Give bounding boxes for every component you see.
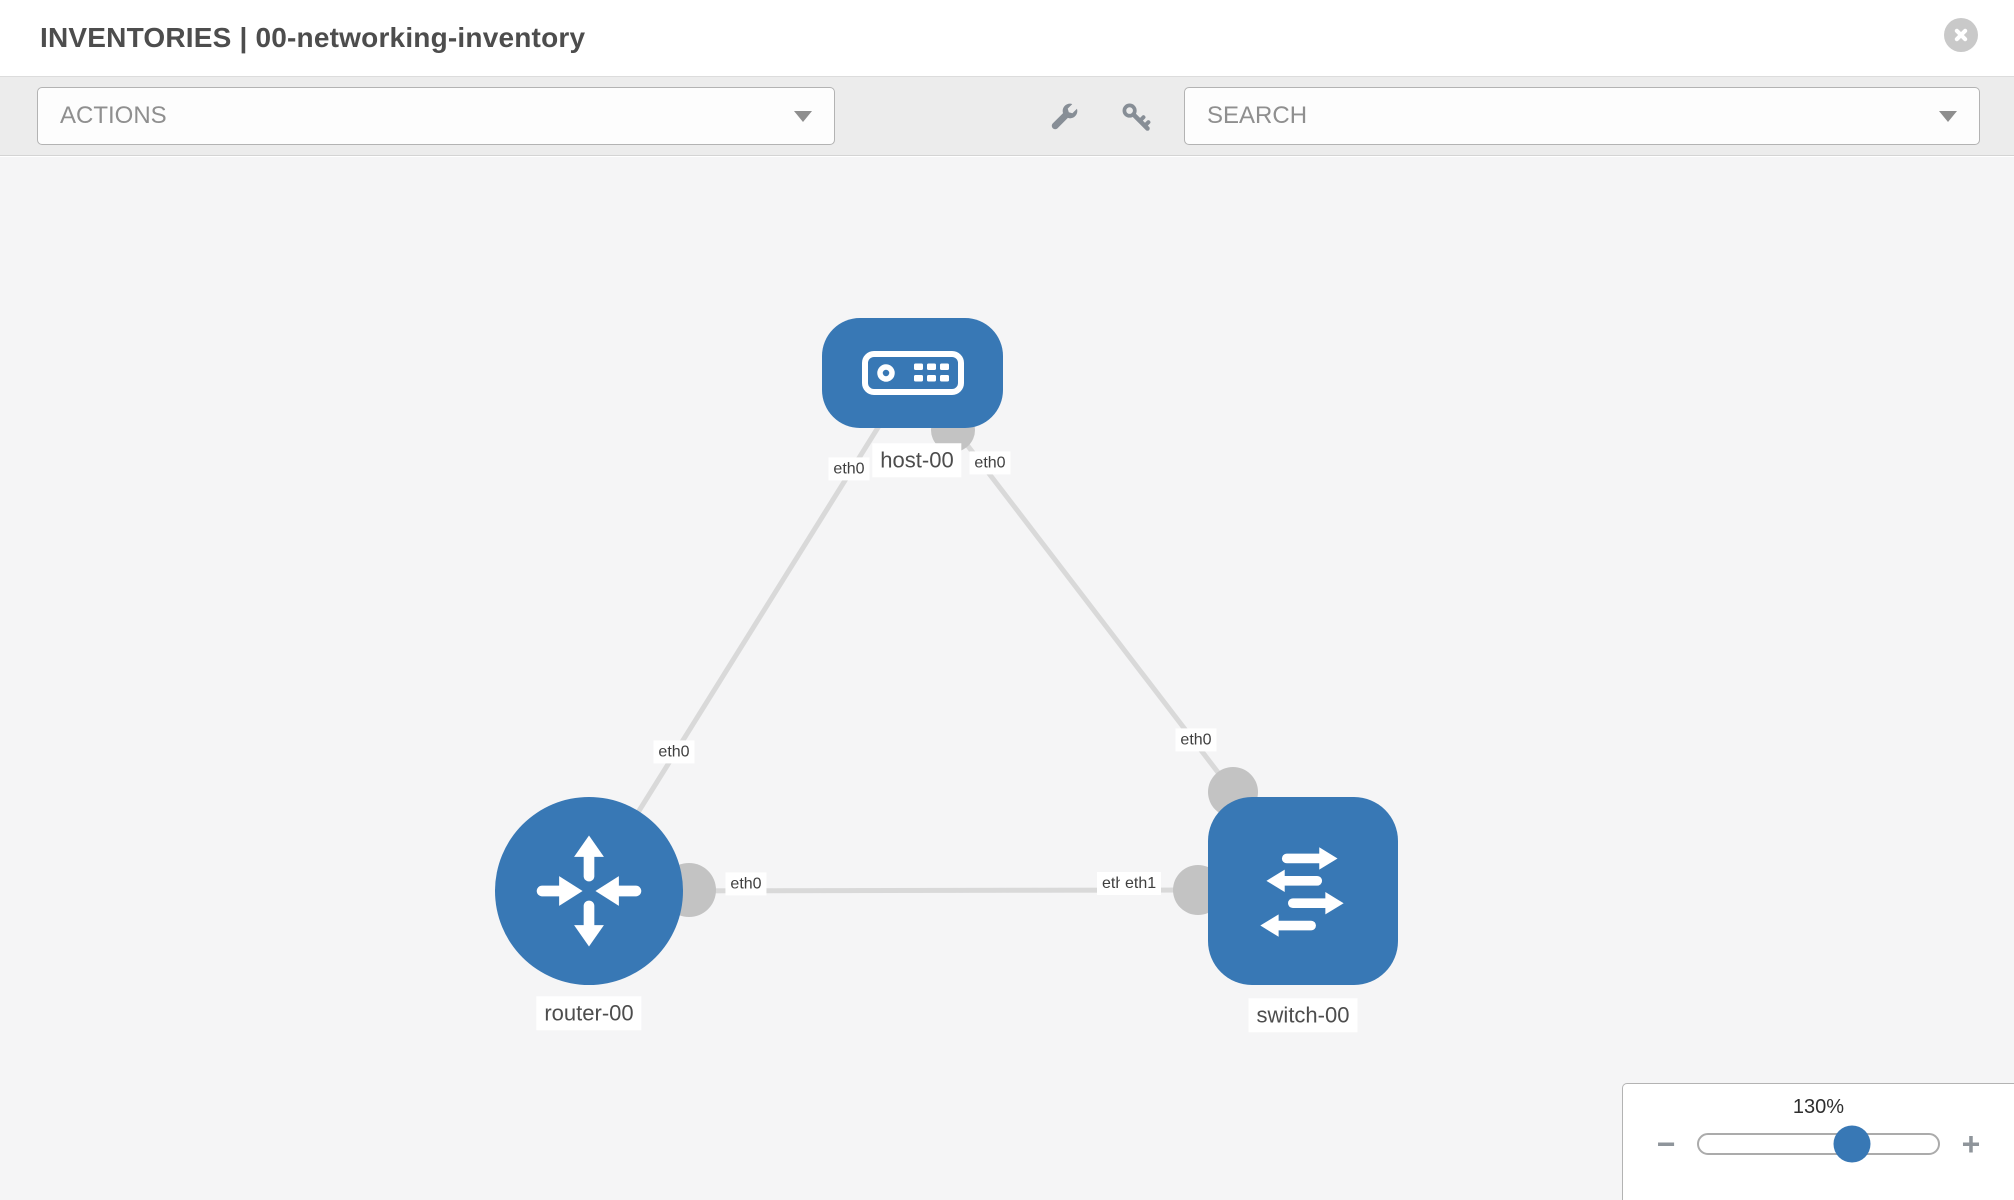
key-icon[interactable] — [1120, 101, 1152, 133]
header: INVENTORIES | 00-networking-inventory — [0, 0, 2014, 77]
interface-label-host-eth0-right: eth0 — [969, 451, 1011, 475]
search-dropdown[interactable]: SEARCH — [1184, 87, 1980, 145]
zoom-slider-track[interactable] — [1697, 1125, 1940, 1163]
node-switch[interactable] — [1208, 797, 1398, 985]
node-label-switch: switch-00 — [1248, 998, 1358, 1032]
close-button[interactable] — [1944, 18, 1978, 52]
node-label-host: host-00 — [872, 443, 962, 477]
zoom-out-button[interactable]: − — [1656, 1126, 1676, 1162]
node-router[interactable] — [495, 797, 683, 985]
interface-label-switch-eth0-top: eth0 — [1175, 728, 1217, 752]
router-icon — [536, 835, 642, 947]
interface-label-router-eth0-right: eth0 — [725, 872, 767, 896]
actions-dropdown-label: ACTIONS — [60, 102, 167, 129]
node-host[interactable] — [822, 318, 1003, 428]
node-label-router: router-00 — [536, 996, 642, 1030]
interface-label-host-eth0-left: eth0 — [828, 457, 870, 481]
toolbar: ACTIONS SEARCH — [0, 77, 2014, 156]
search-placeholder: SEARCH — [1207, 102, 1308, 129]
zoom-slider-row: − + — [1623, 1125, 2014, 1163]
zoom-in-button[interactable]: + — [1961, 1126, 1981, 1162]
zoom-slider-knob[interactable] — [1833, 1125, 1871, 1163]
close-icon — [1954, 28, 1968, 42]
zoom-panel: 130% − + — [1622, 1083, 2014, 1200]
actions-dropdown[interactable]: ACTIONS — [37, 87, 835, 145]
chevron-down-icon — [794, 111, 812, 122]
host-icon — [861, 351, 964, 395]
wrench-icon[interactable] — [1048, 101, 1080, 133]
interface-label-switch-eth1: eth1 — [1120, 872, 1162, 896]
links-layer — [586, 371, 1258, 917]
topology-canvas[interactable]: host-00 router-00 switch-00 eth0 eth0 et… — [0, 157, 2014, 1200]
zoom-level-value: 130% — [1792, 1096, 1845, 1118]
interface-label-router-eth0-top: eth0 — [653, 740, 695, 764]
page-title: INVENTORIES | 00-networking-inventory — [40, 22, 586, 53]
switch-icon — [1260, 847, 1344, 937]
chevron-down-icon — [1939, 111, 1957, 122]
